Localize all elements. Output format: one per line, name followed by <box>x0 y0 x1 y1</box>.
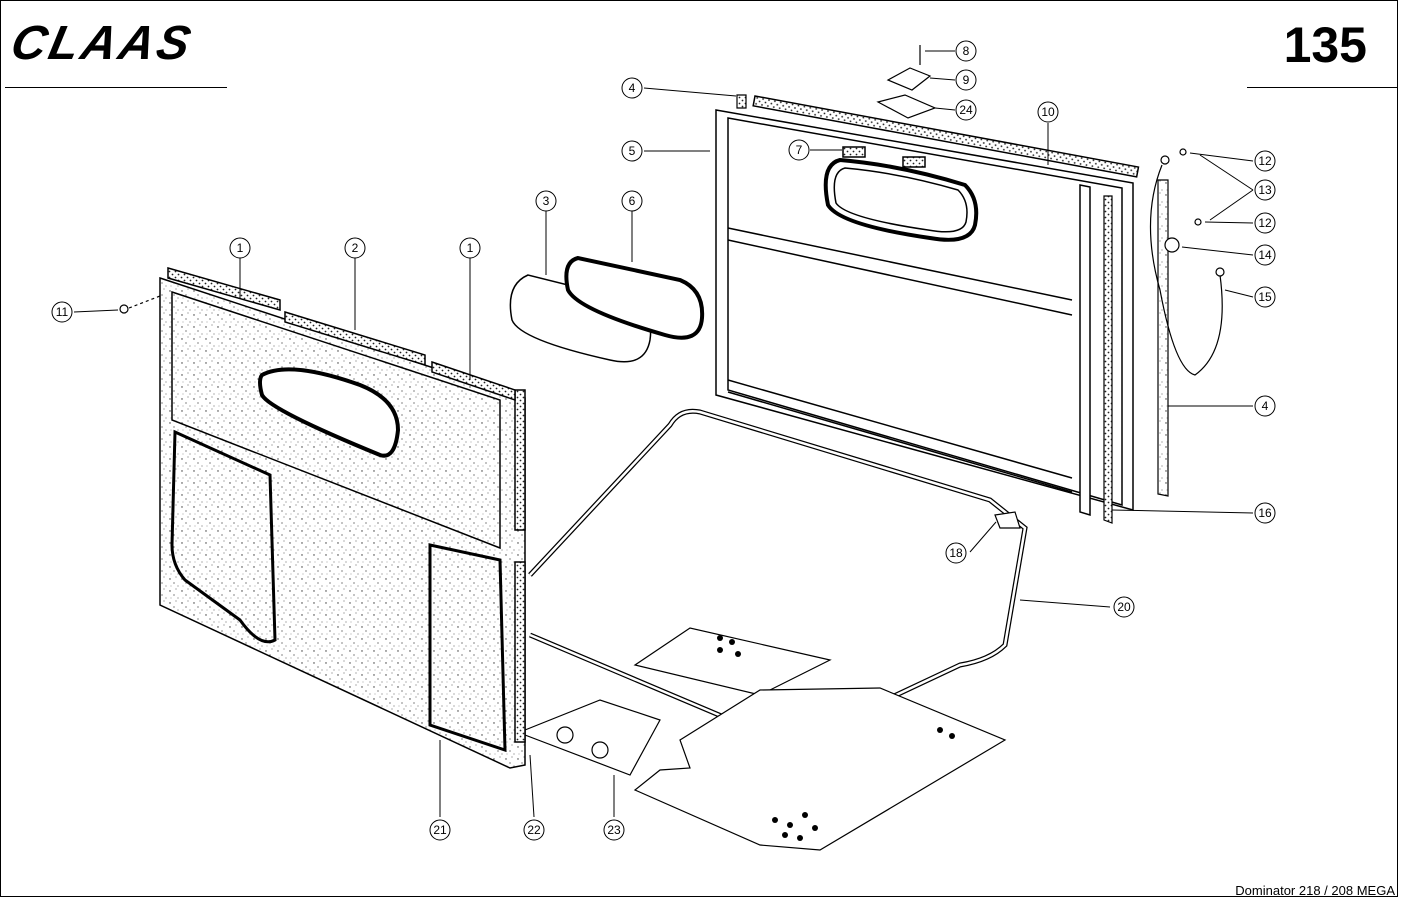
callout-marker-22: 22 <box>523 819 545 841</box>
svg-text:4: 4 <box>629 81 636 95</box>
callout-marker-20: 20 <box>1113 596 1135 618</box>
callout-labels: 1 2 1 3 6 4 5 7 8 9 24 10 11 12 13 12 14… <box>51 40 1276 841</box>
side-seals <box>1103 179 1169 524</box>
callout-marker-1a: 1 <box>229 237 251 259</box>
callout-marker-4a: 4 <box>621 77 643 99</box>
svg-text:12: 12 <box>1258 154 1272 168</box>
svg-text:23: 23 <box>607 823 621 837</box>
svg-text:4: 4 <box>1262 399 1269 413</box>
svg-text:21: 21 <box>433 823 447 837</box>
rear-wall-frame <box>715 95 1140 517</box>
svg-text:5: 5 <box>629 144 636 158</box>
svg-text:14: 14 <box>1258 248 1272 262</box>
callout-marker-23: 23 <box>603 819 625 841</box>
callout-marker-1b: 1 <box>459 237 481 259</box>
callout-marker-9: 9 <box>955 69 977 91</box>
model-label: Dominator 218 / 208 MEGA <box>1235 883 1395 898</box>
svg-text:6: 6 <box>629 194 636 208</box>
svg-text:1: 1 <box>237 241 244 255</box>
svg-text:10: 10 <box>1041 105 1055 119</box>
svg-text:3: 3 <box>543 194 550 208</box>
svg-text:22: 22 <box>527 823 541 837</box>
callout-marker-16: 16 <box>1254 502 1276 524</box>
svg-text:15: 15 <box>1258 290 1272 304</box>
callout-marker-24: 24 <box>955 99 977 121</box>
svg-text:20: 20 <box>1117 600 1131 614</box>
callout-marker-2: 2 <box>344 237 366 259</box>
svg-text:18: 18 <box>949 546 963 560</box>
floor-plates <box>524 627 1007 851</box>
svg-text:9: 9 <box>963 73 970 87</box>
svg-text:8: 8 <box>963 44 970 58</box>
callout-marker-13: 13 <box>1254 179 1276 201</box>
svg-text:11: 11 <box>56 305 69 319</box>
callout-marker-12b: 12 <box>1254 212 1276 234</box>
svg-text:12: 12 <box>1258 216 1272 230</box>
callout-marker-14: 14 <box>1254 244 1276 266</box>
callout-marker-5: 5 <box>621 140 643 162</box>
callout-marker-11: 11 <box>51 301 73 323</box>
callout-marker-21: 21 <box>429 819 451 841</box>
svg-text:13: 13 <box>1258 183 1272 197</box>
callout-marker-3: 3 <box>535 190 557 212</box>
callout-marker-8: 8 <box>955 40 977 62</box>
header-rule-left <box>5 87 227 88</box>
callout-marker-4b: 4 <box>1254 395 1276 417</box>
callout-marker-6: 6 <box>621 190 643 212</box>
page-number: 135 <box>1283 17 1367 73</box>
window-glass-and-gasket <box>509 255 705 363</box>
header-rule-right <box>1247 87 1398 88</box>
front-wall-panel <box>159 267 526 769</box>
callout-marker-10: 10 <box>1037 101 1059 123</box>
svg-text:16: 16 <box>1258 506 1272 520</box>
callout-marker-7: 7 <box>788 139 810 161</box>
callout-marker-12a: 12 <box>1254 150 1276 172</box>
callout-marker-15: 15 <box>1254 286 1276 308</box>
svg-text:2: 2 <box>352 241 359 255</box>
svg-text:7: 7 <box>796 143 803 157</box>
callout-marker-18: 18 <box>945 542 967 564</box>
svg-text:24: 24 <box>959 103 973 117</box>
svg-text:1: 1 <box>467 241 474 255</box>
